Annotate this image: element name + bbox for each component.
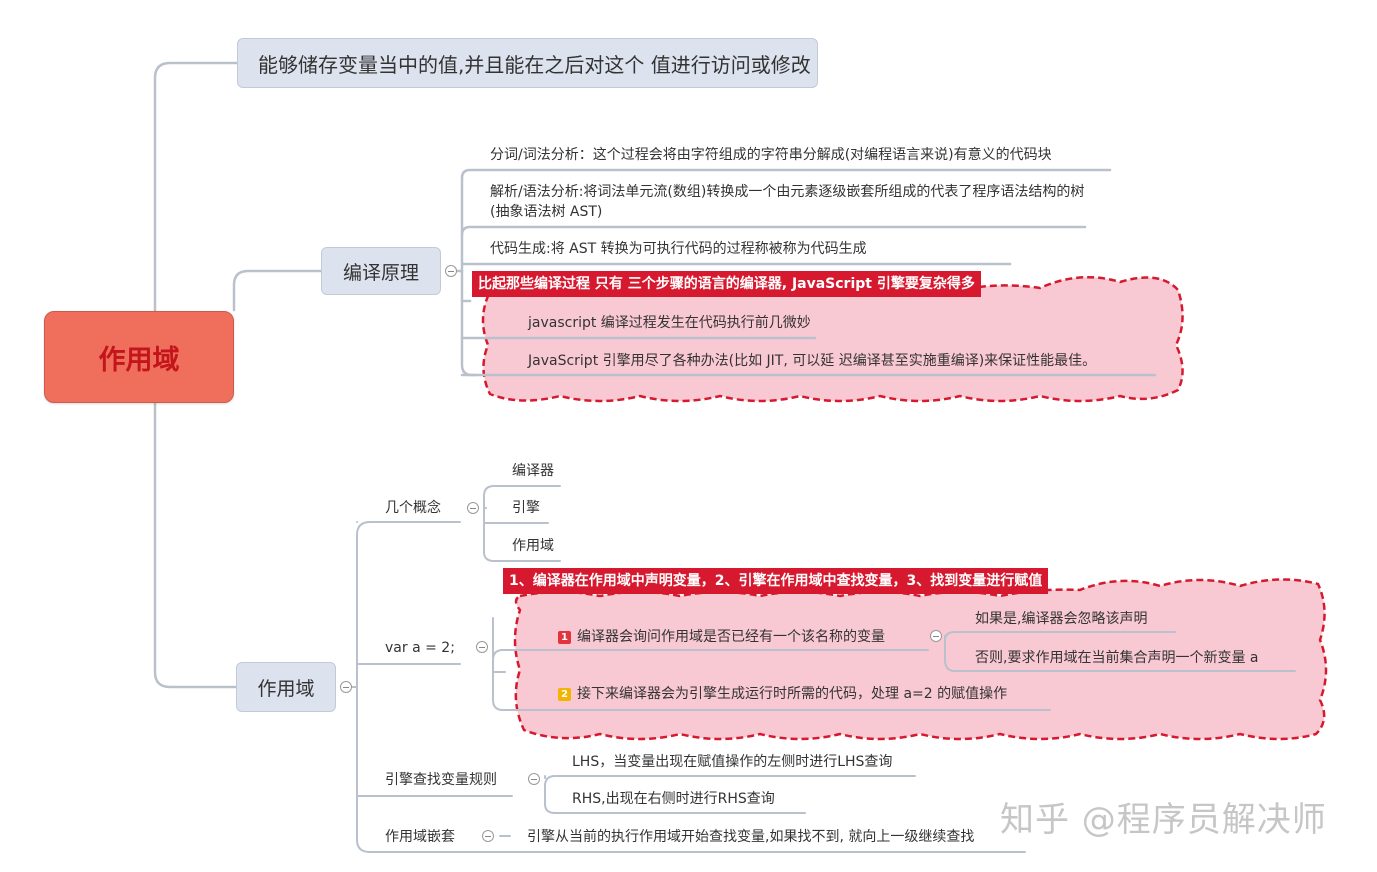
root-node[interactable]: 作用域 — [44, 311, 234, 403]
compile-item-codegen[interactable]: 代码生成:将 AST 转换为可执行代码的过程称被称为代码生成 — [490, 241, 867, 257]
nesting-collapse-icon[interactable] — [482, 830, 494, 842]
step1-yes[interactable]: 如果是,编译器会忽略该声明 — [975, 611, 1148, 627]
concept-engine[interactable]: 引擎 — [512, 500, 540, 516]
lookup-rhs[interactable]: RHS,出现在右侧时进行RHS查询 — [572, 791, 775, 807]
compile-item-lexing[interactable]: 分词/词法分析：这个过程会将由字符组成的字符串分解成(对编程语言来说)有意义的代… — [490, 147, 1052, 163]
var-a-node[interactable]: var a = 2; — [385, 640, 455, 656]
nesting-node[interactable]: 作用域嵌套 — [385, 829, 455, 845]
concept-scope[interactable]: 作用域 — [512, 538, 554, 554]
scope-node-label: 作用域 — [257, 677, 315, 700]
watermark: 知乎 @程序员解决师 — [1000, 800, 1327, 840]
scope-node[interactable]: 作用域 — [236, 662, 336, 712]
concept-compiler[interactable]: 编译器 — [512, 463, 554, 479]
lookup-lhs[interactable]: LHS，当变量出现在赋值操作的左侧时进行LHS查询 — [572, 754, 893, 770]
priority-2-icon: 2 — [558, 688, 571, 701]
nesting-text[interactable]: 引擎从当前的执行作用域开始查找变量,如果找不到, 就向上一级继续查找 — [527, 829, 975, 845]
storage-node-label: 能够储存变量当中的值,并且能在之后对这个 值进行访问或修改 — [258, 52, 811, 77]
var-a-step1[interactable]: 1 编译器会询问作用域是否已经有一个该名称的变量 — [558, 627, 885, 647]
scope-collapse-icon[interactable] — [340, 681, 352, 693]
compile-item-parsing[interactable]: 解析/语法分析:将词法单元流(数组)转换成一个由元素逐级嵌套所组成的代表了程序语… — [490, 184, 1085, 220]
var-a-banner[interactable]: 1、编译器在作用域中声明变量，2、引擎在作用域中查找变量，3、找到变量进行赋值 — [503, 568, 1049, 594]
root-label: 作用域 — [98, 344, 180, 376]
concepts-node[interactable]: 几个概念 — [385, 500, 441, 516]
lookup-node[interactable]: 引擎查找变量规则 — [385, 772, 497, 788]
compile-node[interactable]: 编译原理 — [321, 247, 441, 295]
compile-node-label: 编译原理 — [342, 261, 419, 284]
storage-node[interactable]: 能够储存变量当中的值,并且能在之后对这个 值进行访问或修改 — [237, 38, 818, 88]
compile-item-engine[interactable]: JavaScript 引擎用尽了各种办法(比如 JIT, 可以延 迟编译甚至实施… — [528, 353, 1097, 369]
var-a-step2[interactable]: 2 接下来编译器会为引擎生成运行时所需的代码，处理 a=2 的赋值操作 — [558, 684, 1007, 704]
var-a-collapse-icon[interactable] — [476, 641, 488, 653]
var-a-step1-text: 编译器会询问作用域是否已经有一个该名称的变量 — [577, 629, 885, 645]
step1-collapse-icon[interactable] — [930, 630, 942, 642]
compile-item-timing[interactable]: javascript 编译过程发生在代码执行前几微妙 — [528, 315, 811, 331]
step1-no[interactable]: 否则,要求作用域在当前集合声明一个新变量 a — [975, 650, 1259, 666]
concepts-collapse-icon[interactable] — [467, 502, 479, 514]
var-a-step2-text: 接下来编译器会为引擎生成运行时所需的代码，处理 a=2 的赋值操作 — [577, 686, 1008, 702]
priority-1-icon: 1 — [558, 631, 571, 644]
compile-collapse-icon[interactable] — [445, 265, 457, 277]
highlight-cloud-var — [513, 578, 1328, 741]
lookup-collapse-icon[interactable] — [528, 773, 540, 785]
compile-banner[interactable]: 比起那些编译过程 只有 三个步骤的语言的编译器, JavaScript 引擎要复… — [472, 271, 981, 297]
